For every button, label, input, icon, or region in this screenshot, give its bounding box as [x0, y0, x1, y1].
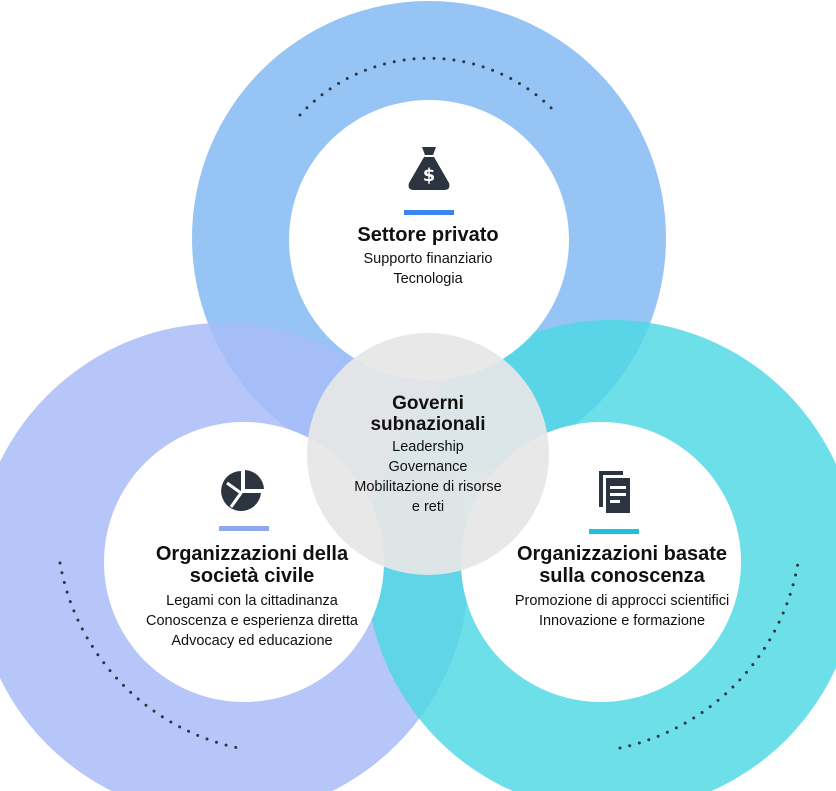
centro-title-line: subnazionali: [370, 414, 486, 435]
centro-line: Governance: [388, 459, 468, 475]
conoscenza-accent-bar: [589, 529, 639, 534]
privato-line: Supporto finanziario: [363, 251, 493, 267]
conoscenza-title-line: sulla conoscenza: [539, 565, 705, 587]
centro-line: e reti: [411, 499, 445, 515]
privato-line: Tecnologia: [393, 271, 463, 287]
civile-title-line: società civile: [189, 565, 315, 587]
money-bag-icon: $: [408, 147, 450, 190]
civile-line: Advocacy ed educazione: [171, 633, 333, 649]
conoscenza-title-line: Organizzazioni basate: [516, 543, 728, 565]
centro-line: Mobilitazione di risorse: [354, 479, 502, 495]
conoscenza-block: Organizzazioni basate sulla conoscenza P…: [472, 543, 772, 631]
centro-title-line: Governi: [392, 393, 464, 414]
privato-title: Settore privato: [357, 224, 499, 246]
privato-block: Settore privato Supporto finanziario Tec…: [318, 224, 538, 289]
disc-privato: [289, 100, 569, 380]
centro-block: Governi subnazionali Leadership Governan…: [312, 393, 544, 517]
documents-icon: [599, 471, 630, 513]
conoscenza-line: Innovazione e formazione: [538, 613, 706, 629]
privato-accent-bar: [404, 210, 454, 215]
civile-line: Conoscenza e esperienza diretta: [146, 613, 358, 629]
center-disc: [307, 333, 549, 575]
dotted-arc-top: [298, 56, 560, 117]
centro-line: Leadership: [392, 439, 464, 455]
svg-text:$: $: [423, 165, 436, 186]
pie-chart-icon: [221, 470, 264, 511]
civile-block: Organizzazioni della società civile Lega…: [92, 543, 412, 651]
civile-line: Legami con la cittadinanza: [166, 593, 338, 609]
civile-accent-bar: [219, 526, 269, 531]
conoscenza-line: Promozione di approcci scientifici: [514, 593, 730, 609]
civile-title-line: Organizzazioni della: [155, 543, 349, 565]
